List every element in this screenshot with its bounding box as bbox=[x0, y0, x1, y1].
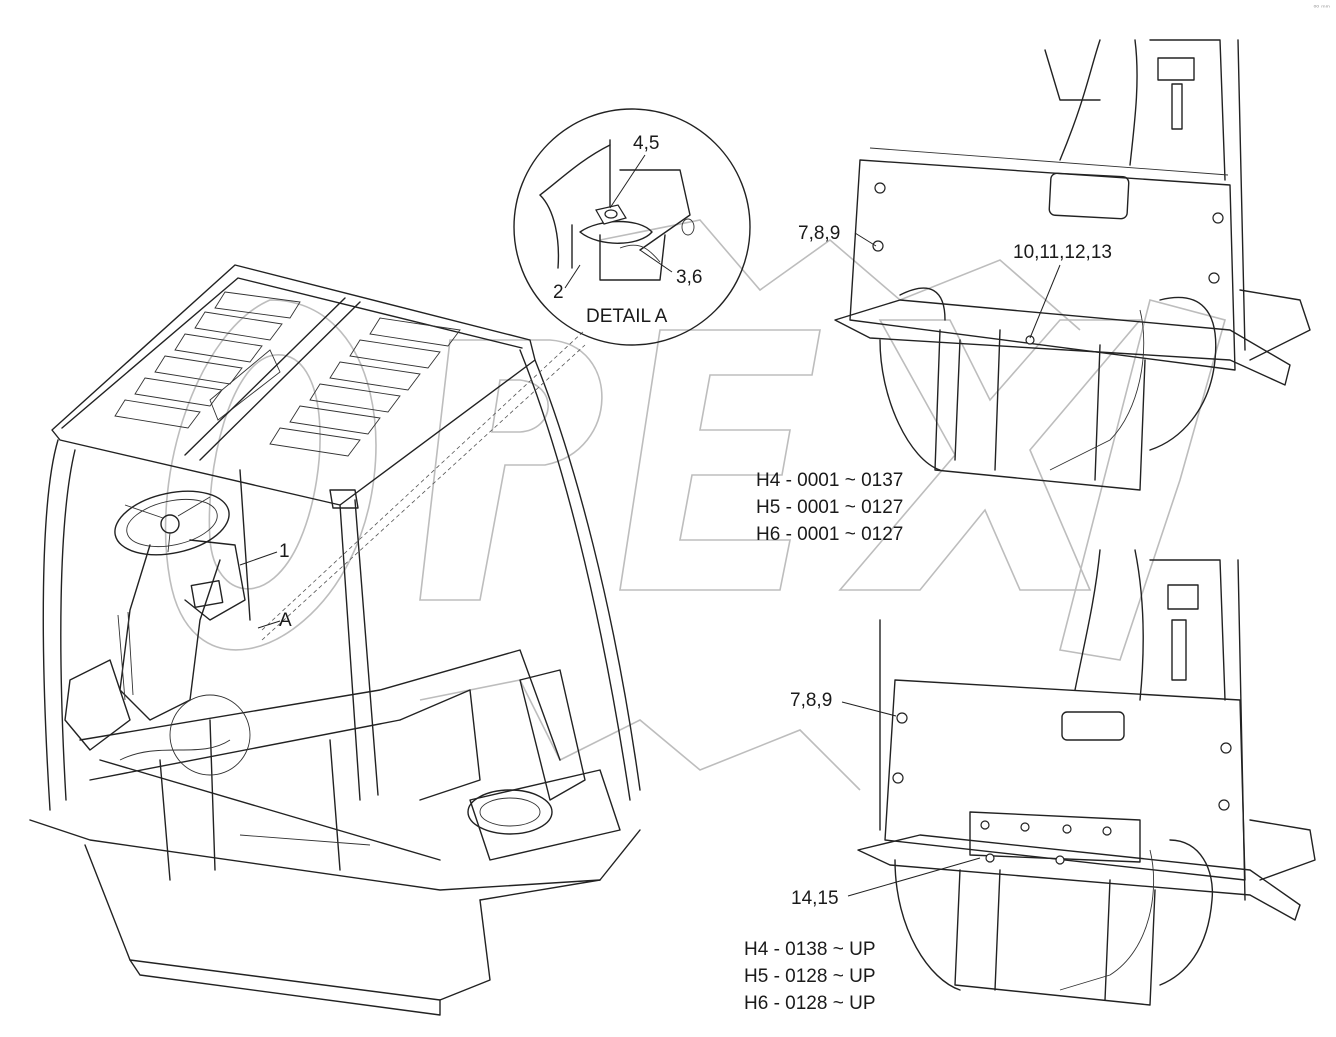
detail-a-view bbox=[513, 108, 751, 346]
serial-line: H6 - 0128 ~ UP bbox=[744, 993, 876, 1014]
serial-line: H5 - 0001 ~ 0127 bbox=[756, 497, 904, 518]
serial-line: H4 - 0001 ~ 0137 bbox=[756, 470, 904, 491]
callout-2: 2 bbox=[553, 282, 564, 303]
serial-range-early: H4 - 0001 ~ 0137 H5 - 0001 ~ 0127 H6 - 0… bbox=[756, 467, 903, 548]
cab-assembly bbox=[29, 264, 641, 1016]
leader-lines bbox=[239, 154, 1061, 897]
serial-line: H4 - 0138 ~ UP bbox=[744, 939, 876, 960]
callout-4-5: 4,5 bbox=[633, 133, 660, 154]
callout-3-6: 3,6 bbox=[676, 267, 703, 288]
serial-range-late: H4 - 0138 ~ UP H5 - 0128 ~ UP H6 - 0128 … bbox=[744, 936, 876, 1017]
callout-14-15: 14,15 bbox=[791, 888, 839, 909]
serial-line: H6 - 0001 ~ 0127 bbox=[756, 524, 904, 545]
rear-frame-view-late bbox=[857, 549, 1316, 1006]
corner-mark: ⁰⁰ ᵐᵐ bbox=[1313, 4, 1330, 12]
rear-frame-view-early bbox=[834, 39, 1311, 491]
callout-7-8-9-bottom: 7,8,9 bbox=[790, 690, 833, 711]
detail-a-title: DETAIL A bbox=[586, 306, 668, 327]
callout-1: 1 bbox=[279, 541, 290, 562]
serial-line: H5 - 0128 ~ UP bbox=[744, 966, 876, 987]
callout-a: A bbox=[279, 610, 292, 631]
callout-7-8-9-top: 7,8,9 bbox=[798, 223, 841, 244]
callout-10-11-12-13: 10,11,12,13 bbox=[1013, 242, 1112, 263]
watermark-graphic bbox=[164, 219, 1226, 791]
